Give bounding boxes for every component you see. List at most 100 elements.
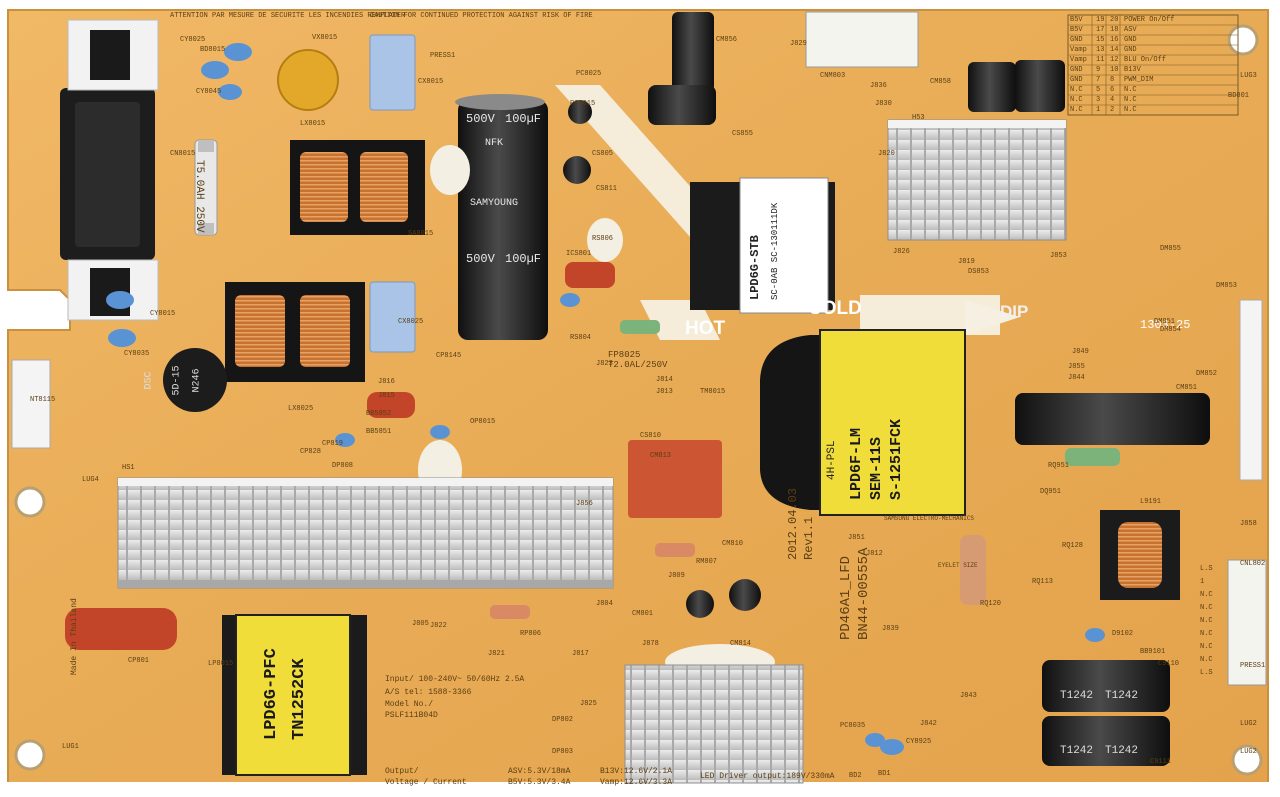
led-driver-output: LED Driver output:189V/330mA <box>700 772 835 781</box>
connector-table-cell: 20 <box>1110 16 1119 24</box>
connector-table-cell: N.C <box>1124 106 1137 114</box>
attention-text: ATTENTION PAR MESURE DE SECURITE LES INC… <box>170 12 406 20</box>
cap-voltage: 500V <box>466 112 495 126</box>
output-pin-label: L.S <box>1200 669 1213 677</box>
output-pin-label: 1 <box>1200 578 1205 586</box>
standby-xfm-line2: SC-0AB SC-130111DK <box>770 202 780 300</box>
ntc-thermistor <box>163 348 227 412</box>
pfc-line1: LPD6G-PFC <box>262 648 281 740</box>
connector-table-cell: 11 <box>1096 56 1105 64</box>
cap-value: 100µF <box>505 112 542 126</box>
main-xfm-line3: S-1251FCK <box>888 418 905 500</box>
output-pin-label: N.C <box>1200 656 1213 664</box>
cap-top-3 <box>968 62 1016 112</box>
connector-table-cell: 17 <box>1096 26 1105 34</box>
code-stamp: 1303-25 <box>1140 318 1191 332</box>
connector-table-cell: Vamp <box>1070 56 1087 64</box>
heatsink-secondary <box>887 119 1067 241</box>
connector-table-cell: 10 <box>1110 66 1119 74</box>
model-no-label: Model No./ <box>385 700 434 709</box>
hot-label: HOT <box>685 318 726 339</box>
connector-table-cell: 3 <box>1096 96 1101 104</box>
standby-transformer-label <box>739 177 829 314</box>
connector-table-cell: 18 <box>1110 26 1119 34</box>
connector-table-cell: 8 <box>1110 76 1115 84</box>
vamp-spec: Vamp:12.6V/3.3A <box>600 778 673 787</box>
cnm803-connector <box>805 11 919 68</box>
bulk-capacitor <box>458 100 548 340</box>
output-pin-label: N.C <box>1200 643 1213 651</box>
connector-table-cell: 4 <box>1110 96 1115 104</box>
fp8025-label: FP8025 <box>608 350 641 360</box>
cap-t1242-3: T1242 <box>1060 745 1094 757</box>
heatsink-main <box>117 477 614 589</box>
main-xfm-line2: SEM-11S <box>868 436 885 500</box>
board-revision: Rev1.1 <box>802 516 816 560</box>
connector-table-cell: 1 <box>1096 106 1101 114</box>
cap-series: NFK <box>485 138 504 149</box>
cap-top-4 <box>1015 60 1065 112</box>
connector-table-cell: 6 <box>1110 86 1115 94</box>
standby-xfm-line1: LPD6G-STB <box>748 235 762 300</box>
pfc-line2: TN1252CK <box>290 658 309 740</box>
output-pin-label: N.C <box>1200 617 1213 625</box>
film-cap-cs810 <box>628 440 722 518</box>
connector-table-cell: 13 <box>1096 46 1105 54</box>
cap-cm851 <box>1015 393 1210 445</box>
output-label: Output/ <box>385 767 419 776</box>
pfc-inductor-label <box>235 614 351 776</box>
input-spec: Input/ 100-240V~ 50/60Hz 2.5A <box>385 675 525 684</box>
connector-table-cell: B5V <box>1070 26 1083 34</box>
cap-t1242-2: T1242 <box>1105 690 1139 702</box>
connector-table-cell: 2 <box>1110 106 1115 114</box>
model-no-value: PSLF111B04D <box>385 711 438 720</box>
fuse-label: T5.0AH 250V <box>193 160 205 233</box>
connector-table-cell: BLU On/Off <box>1124 56 1167 64</box>
common-mode-choke-2 <box>225 282 365 382</box>
varistor-bottom: N246 <box>191 368 203 393</box>
main-transformer-label <box>819 329 966 516</box>
output-pin-label: N.C <box>1200 591 1213 599</box>
varistor-mid: 5D-15 <box>171 365 183 396</box>
main-xfm-id: 4H-PSL <box>826 440 838 480</box>
connector-table-cell: B5V <box>1070 16 1083 24</box>
connector-table-cell: B13V <box>1124 66 1141 74</box>
cap-top-2 <box>648 85 716 125</box>
fp8025-rating: T2.0AL/250V <box>608 360 668 370</box>
b13v-spec: B13V:12.6V/2.1A <box>600 767 673 776</box>
main-xfm-line1: LPD6F-LM <box>848 427 865 500</box>
common-mode-choke-1 <box>290 140 425 235</box>
asv-spec: ASV:5.3V/18mA <box>508 767 571 776</box>
connector-table-cell: N.C <box>1070 106 1083 114</box>
cap-bottom-2 <box>1042 716 1170 766</box>
board-model: PD46A1_LFD <box>838 555 854 640</box>
b5v-spec: B5V:5.3V/3.4A <box>508 778 571 787</box>
voltage-current-label: Voltage / Current <box>385 778 467 787</box>
connector-table-cell: 15 <box>1096 36 1105 44</box>
cnl802-connector <box>1227 559 1267 686</box>
x-capacitor-2 <box>369 281 416 353</box>
dip-label: DIP <box>1000 302 1029 321</box>
varistor-disc <box>277 49 339 111</box>
connector-table-cell: GND <box>1124 46 1137 54</box>
cap-t1242-4: T1242 <box>1105 745 1139 757</box>
connector-table-cell: N.C <box>1070 96 1083 104</box>
output-pin-label: N.C <box>1200 630 1213 638</box>
connector-table-cell: GND <box>1070 76 1083 84</box>
caution-text: CAUTION FOR CONTINUED PROTECTION AGAINST… <box>370 12 593 20</box>
connector-table-cell: PWM_DIM <box>1124 76 1154 84</box>
cap-voltage-2: 500V <box>466 252 495 266</box>
connector-table-cell: 19 <box>1096 16 1105 24</box>
as-tel: A/S tel: 1588-3366 <box>385 688 472 697</box>
cold-label: COLD <box>808 298 862 319</box>
cap-top-1 <box>672 12 714 92</box>
connector-table-cell: GND <box>1070 36 1083 44</box>
cap-bottom-1 <box>1042 660 1170 712</box>
connector-table-cell: GND <box>1124 36 1137 44</box>
connector-table-cell: 9 <box>1096 66 1101 74</box>
board-part-number: BN44-00555A <box>856 547 872 640</box>
